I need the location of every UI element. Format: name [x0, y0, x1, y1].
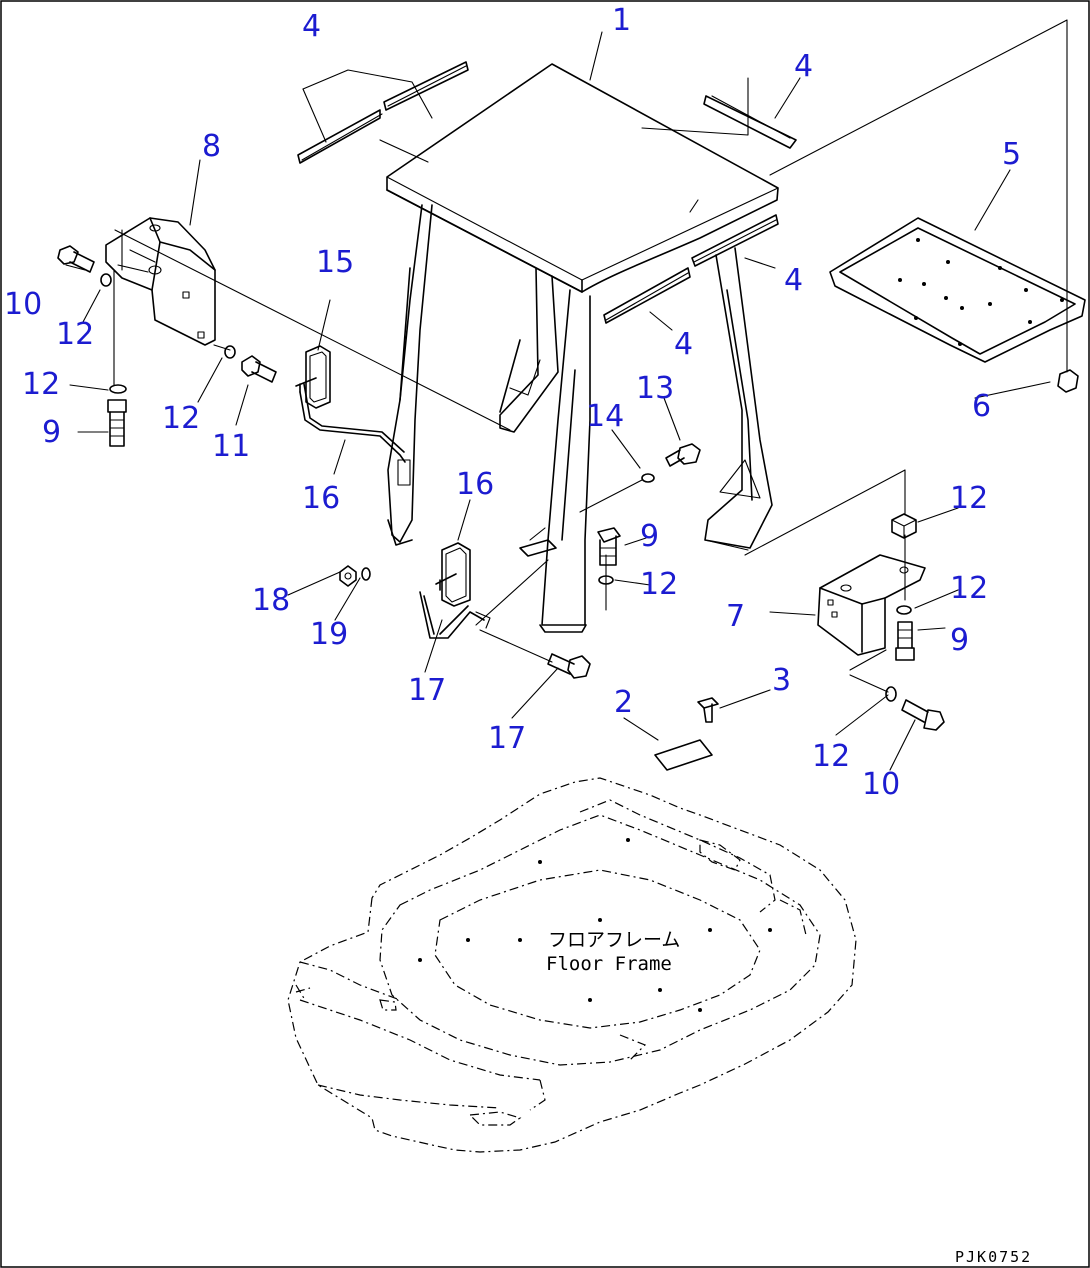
part-label: 12	[56, 317, 94, 352]
washer-12c	[224, 345, 236, 359]
washer-12b	[109, 384, 127, 394]
part-label: 8	[202, 129, 221, 164]
part-label: 4	[784, 263, 803, 298]
part-label: 9	[42, 415, 61, 450]
bolt-10-right	[901, 699, 945, 731]
part-label: 17	[488, 721, 526, 756]
part-label: 17	[408, 673, 446, 708]
part-label: 10	[862, 767, 900, 802]
washer-12e	[896, 605, 912, 615]
washer-12d	[598, 575, 614, 585]
part-label: 1	[612, 3, 631, 38]
nut-19	[339, 565, 357, 587]
part-label: 16	[302, 481, 340, 516]
part-label: 9	[950, 623, 969, 658]
part-label: 19	[310, 617, 348, 652]
right-bracket	[817, 554, 926, 656]
washer-20	[361, 567, 371, 581]
part-label: 7	[726, 599, 745, 634]
part-label: 18	[252, 583, 290, 618]
center-lines	[113, 19, 1068, 693]
plate-2	[654, 739, 713, 771]
washer-12f	[885, 686, 897, 702]
part-label: 16	[456, 467, 494, 502]
canopy-roof	[386, 63, 779, 293]
leader-lines	[65, 31, 1051, 771]
bolt-11	[241, 355, 277, 383]
part-label: 12	[812, 739, 850, 774]
bolt-9-center	[597, 527, 621, 566]
bolt-10-left	[57, 245, 95, 273]
part-label: 13	[636, 371, 674, 406]
left-bracket	[105, 217, 216, 346]
part-label: 12	[950, 571, 988, 606]
floor-frame	[287, 777, 857, 1153]
bolt-18	[547, 653, 591, 679]
bolt-14	[665, 443, 701, 467]
part-number-labels: 1 2 3 4 4 4 4 5 6 7 8 9 9 9 10 10 11 12 …	[4, 3, 1021, 802]
part-label: 6	[972, 389, 991, 424]
washer-15	[641, 473, 655, 483]
part-label: 12	[640, 567, 678, 602]
bolt-9-right	[895, 621, 915, 661]
nut-13	[891, 513, 917, 539]
part-label: 2	[614, 685, 633, 720]
washer-12a	[100, 273, 112, 287]
part-label: 9	[640, 519, 659, 554]
floor-frame-label-jp: フロアフレーム	[548, 929, 680, 951]
part-label: 15	[316, 245, 354, 280]
part-label: 4	[674, 327, 693, 362]
part-label: 4	[794, 49, 813, 84]
part-label: 12	[162, 401, 200, 436]
drawing-code: PJK0752	[955, 1248, 1032, 1266]
part-label: 12	[950, 481, 988, 516]
rivet-3	[697, 697, 719, 723]
cap-6	[1057, 369, 1079, 393]
rubber-strips	[297, 61, 797, 324]
part-label: 5	[1002, 137, 1021, 172]
mirror-lower	[419, 542, 491, 639]
part-label: 10	[4, 287, 42, 322]
canopy-pillars	[387, 204, 773, 633]
floor-frame-label-en: Floor Frame	[546, 953, 672, 975]
mirror-upper	[295, 345, 406, 463]
part-label: 12	[22, 367, 60, 402]
link-arm	[519, 527, 557, 557]
floor-mat	[829, 217, 1086, 363]
part-label: 14	[586, 399, 624, 434]
part-label: 11	[212, 429, 250, 464]
part-label: 3	[772, 663, 791, 698]
bolt-9-left	[107, 399, 127, 447]
part-label: 4	[302, 9, 321, 44]
